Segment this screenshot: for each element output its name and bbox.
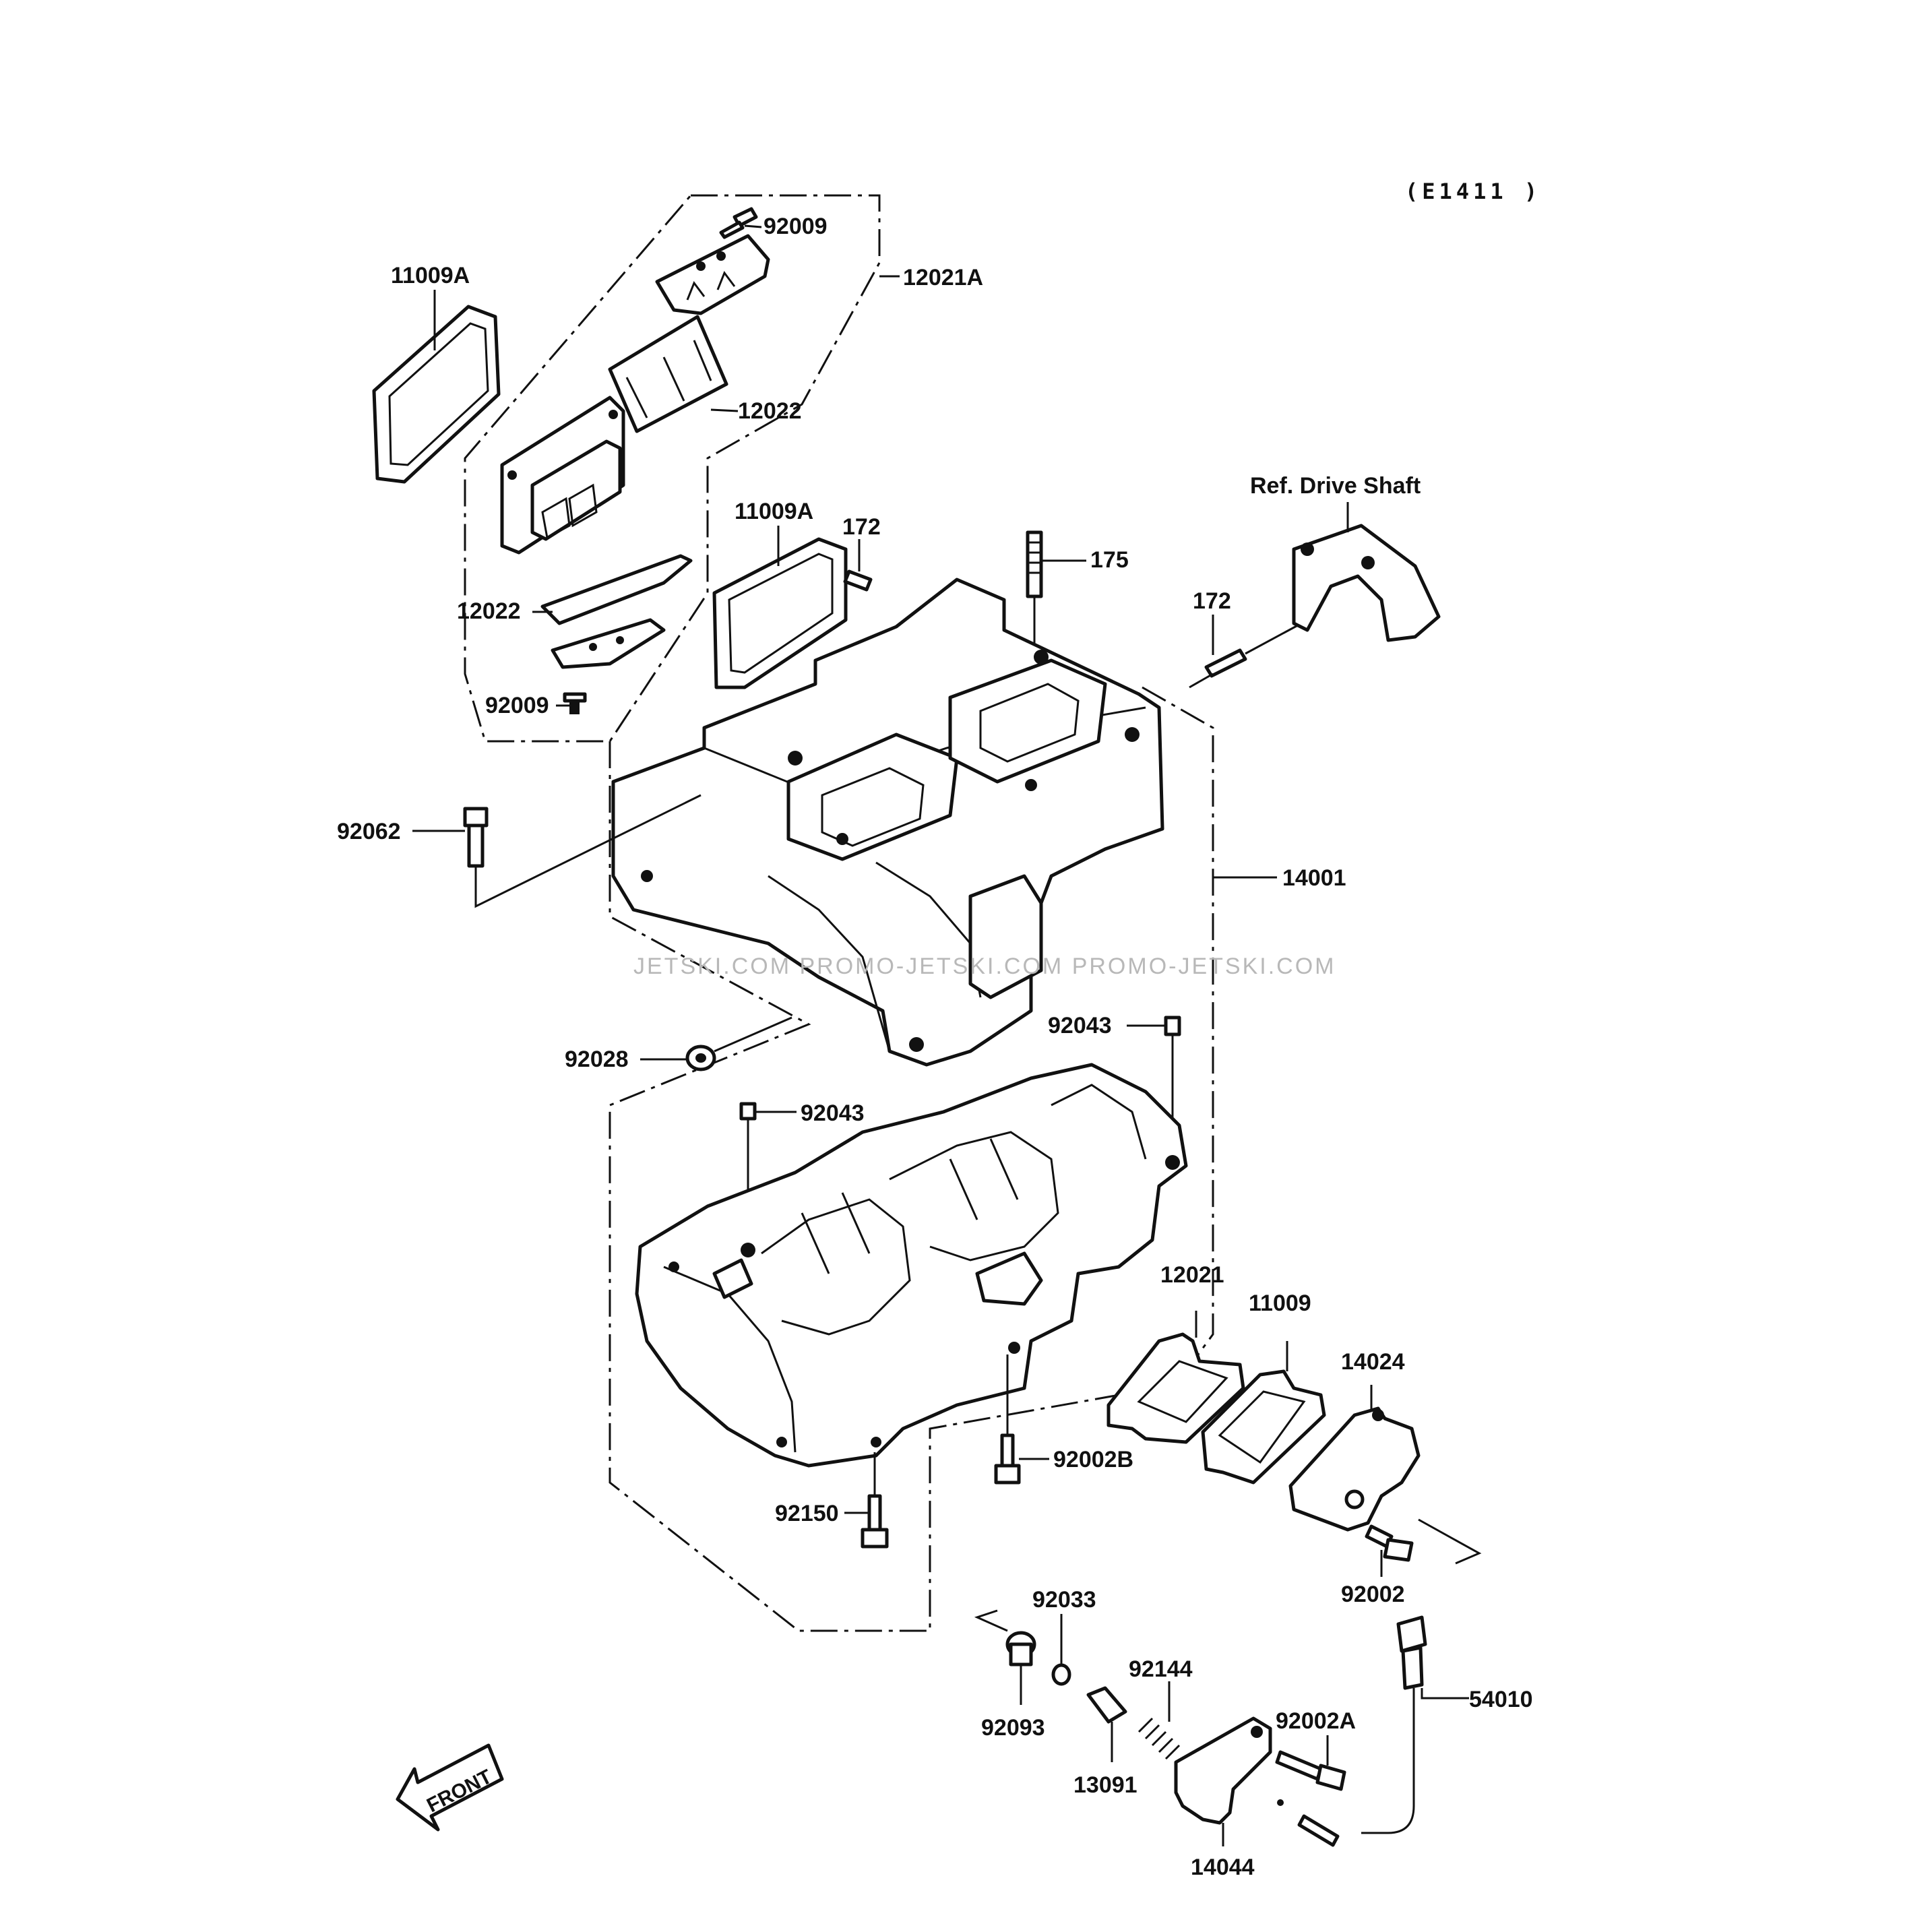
part-label-14001: 14001 <box>1282 865 1346 891</box>
part-label-12021: 12021 <box>1160 1262 1224 1288</box>
small-screw <box>1277 1799 1340 1847</box>
part-label-11009: 11009 <box>1249 1290 1311 1316</box>
part-label-92009-bottom: 92009 <box>485 693 549 718</box>
bolt-92002b <box>994 1354 1021 1485</box>
diagram-code: (E1411 ) <box>1405 179 1541 204</box>
part-label-11009a-left: 11009A <box>391 263 470 288</box>
part-label-54010: 54010 <box>1469 1687 1533 1712</box>
gasket-11009a-left <box>372 305 501 484</box>
oil-gauge-54010 <box>1361 1615 1469 1834</box>
reed-petals-12022-lower <box>540 554 693 669</box>
crankcase-lower-half <box>635 1063 1188 1468</box>
cover-14024 <box>1288 1385 1421 1532</box>
part-label-13091: 13091 <box>1073 1772 1138 1798</box>
drive-shaft-reference-housing <box>1292 524 1441 642</box>
part-label-92043-right: 92043 <box>1048 1013 1112 1038</box>
part-label-92033: 92033 <box>1032 1587 1096 1613</box>
part-label-92144: 92144 <box>1129 1656 1193 1682</box>
cover-12021 <box>1107 1311 1245 1444</box>
bolt-92062 <box>463 794 702 908</box>
part-label-92002: 92002 <box>1341 1582 1405 1607</box>
stud-175 <box>1026 530 1043 647</box>
bushing-92093 <box>974 1609 1036 1705</box>
part-label-92009-top: 92009 <box>764 214 828 239</box>
part-label-172-right: 172 <box>1193 588 1231 614</box>
part-label-92002a: 92002A <box>1276 1708 1356 1734</box>
part-label-92002b: 92002B <box>1053 1447 1133 1472</box>
part-label-92093: 92093 <box>981 1715 1045 1741</box>
part-label-172-left: 172 <box>842 514 881 540</box>
bolt-92002 <box>1365 1518 1482 1577</box>
housing-14044 <box>1174 1716 1272 1846</box>
screw-92009-bottom <box>563 692 587 714</box>
part-label-12021a: 12021A <box>903 265 983 290</box>
part-label-175: 175 <box>1090 547 1129 573</box>
watermark-text: JETSKI.COM PROMO-JETSKI.COM PROMO-JETSKI… <box>633 954 1336 979</box>
plunger-13091 <box>1086 1686 1127 1762</box>
part-label-92028: 92028 <box>565 1047 629 1072</box>
reference-label-drive-shaft: Ref. Drive Shaft <box>1250 473 1421 499</box>
stud-172-right <box>1189 615 1315 689</box>
reed-valve-assembly-group <box>372 194 881 743</box>
screw-92009-top <box>719 207 758 239</box>
part-label-12022-upper: 12022 <box>738 398 802 424</box>
crankcase-upper-half <box>609 578 1214 1632</box>
gasket-11009 <box>1201 1341 1326 1485</box>
front-direction-arrow: FRONT <box>396 1743 504 1832</box>
dowel-pin-92043-right <box>1164 1016 1181 1166</box>
reed-petals-12022-upper <box>608 315 739 433</box>
part-label-92150: 92150 <box>775 1501 839 1526</box>
plug-92028 <box>685 1016 792 1071</box>
part-label-12022-lower: 12022 <box>457 598 521 624</box>
part-label-14044: 14044 <box>1191 1855 1255 1880</box>
part-label-14024: 14024 <box>1341 1349 1405 1375</box>
bolt-92002a <box>1275 1735 1346 1791</box>
part-number-labels: 92009 12021A 11009A 12022 11009A 172 175… <box>337 214 1533 1880</box>
gasket-11009a-middle <box>712 537 848 689</box>
part-label-92062: 92062 <box>337 819 401 844</box>
bolt-92150 <box>861 1452 889 1549</box>
part-label-92043-left: 92043 <box>801 1100 865 1126</box>
reed-stopper-plate <box>655 234 770 315</box>
spring-92144 <box>1138 1681 1181 1760</box>
stud-172-left <box>843 569 873 592</box>
washer-92033 <box>1051 1614 1071 1686</box>
part-label-11009a-middle: 11009A <box>735 499 813 524</box>
reed-valve-cage <box>500 396 625 555</box>
